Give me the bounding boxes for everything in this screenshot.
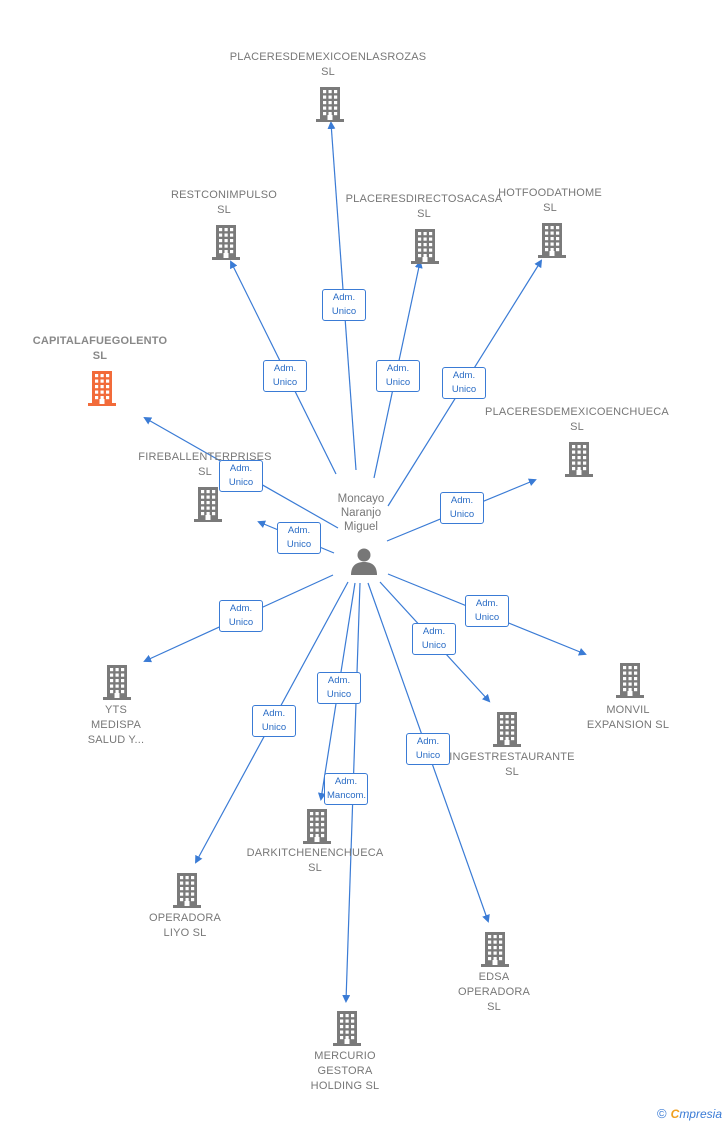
relation-badge-placeres-chueca: Adm. Unico	[440, 492, 484, 524]
relation-badge-ingestrestaurante: Adm. Unico	[412, 623, 456, 655]
relation-badge-restconimpulso: Adm. Unico	[263, 360, 307, 392]
footer-credit: ©Cmpresia	[657, 1106, 722, 1121]
relation-badge-darkitchen: Adm. Unico	[317, 672, 361, 704]
building-icon[interactable]	[564, 441, 594, 477]
company-label-operadora-liyo[interactable]: OPERADORA LIYO SL	[148, 912, 222, 939]
relation-badge-fireballenterprises: Adm. Unico	[277, 522, 321, 554]
company-label-placeres-las-rozas[interactable]: PLACERESDEMEXICOENLASROZAS SL	[229, 51, 427, 78]
company-label-placeresdirectosacasa[interactable]: PLACERESDIRECTOSACASA SL	[345, 193, 503, 220]
building-icon[interactable]	[87, 370, 117, 406]
building-icon[interactable]	[302, 808, 332, 844]
building-icon[interactable]	[410, 228, 440, 264]
relation-badge-edsa: Adm. Unico	[406, 733, 450, 765]
company-label-darkitchen[interactable]: DARKITCHENENCHUECA SL	[246, 847, 384, 874]
relation-badge-placeresdirectosacasa: Adm. Unico	[376, 360, 420, 392]
center-person-name[interactable]: Moncayo Naranjo Miguel	[337, 493, 385, 533]
company-label-mercurio[interactable]: MERCURIO GESTORA HOLDING SL	[310, 1050, 380, 1092]
relation-badge-yts-medispa: Adm. Unico	[219, 600, 263, 632]
company-label-edsa[interactable]: EDSA OPERADORA SL	[457, 971, 531, 1013]
building-icon[interactable]	[211, 224, 241, 260]
copyright-symbol: ©	[657, 1106, 667, 1121]
building-icon[interactable]	[492, 711, 522, 747]
building-icon[interactable]	[332, 1010, 362, 1046]
company-label-placeres-chueca[interactable]: PLACERESDEMEXICOENCHUECA SL	[485, 406, 669, 433]
building-icon[interactable]	[193, 486, 223, 522]
company-label-yts-medispa[interactable]: YTS MEDISPA SALUD Y...	[87, 704, 145, 746]
company-label-restconimpulso[interactable]: RESTCONIMPULSO SL	[170, 189, 278, 216]
company-label-hotfoodathome[interactable]: HOTFOODATHOME SL	[498, 187, 602, 214]
relation-badge-monvil: Adm. Unico	[465, 595, 509, 627]
building-icon[interactable]	[102, 664, 132, 700]
company-label-monvil[interactable]: MONVIL EXPANSION SL	[586, 704, 670, 731]
building-icon[interactable]	[172, 872, 202, 908]
building-icon[interactable]	[537, 222, 567, 258]
company-label-ingestrestaurante[interactable]: INGESTRESTAURANTE SL	[449, 751, 575, 778]
relation-badge-mercurio: Adm. Mancom.	[324, 773, 368, 805]
building-icon[interactable]	[480, 931, 510, 967]
building-icon[interactable]	[615, 662, 645, 698]
relation-badge-capitalafuegolento: Adm. Unico	[219, 460, 263, 492]
brand-logo[interactable]: Cmpresia	[670, 1107, 722, 1121]
company-label-capitalafuegolento[interactable]: CAPITALAFUEGOLENTO SL	[32, 335, 168, 362]
person-icon[interactable]	[349, 546, 379, 576]
company-label-fireballenterprises[interactable]: FIREBALLENTERPRISES SL	[138, 451, 272, 478]
relation-badge-operadora-liyo: Adm. Unico	[252, 705, 296, 737]
relation-badge-hotfoodathome: Adm. Unico	[442, 367, 486, 399]
relation-badge-placeres-las-rozas: Adm. Unico	[322, 289, 366, 321]
building-icon[interactable]	[315, 86, 345, 122]
